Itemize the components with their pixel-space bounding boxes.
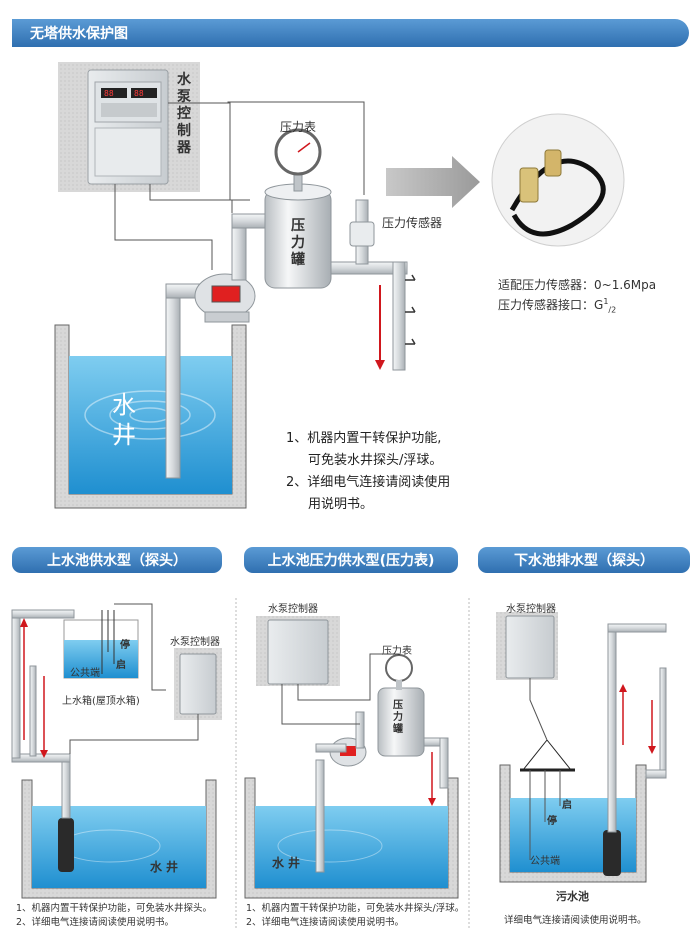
s3-notes: 详细电气连接请阅读使用说明书。	[504, 914, 647, 928]
spec-port-sup: 1	[603, 297, 609, 306]
s1-note-line: 2、详细电气连接请阅读使用说明书。	[16, 917, 175, 928]
suction-pipe	[165, 289, 181, 479]
section-tab-1: 上水池供水型（探头）	[12, 547, 222, 573]
s1-well-label: 水井	[150, 860, 183, 874]
outlet-pipe	[392, 261, 406, 371]
s1-notes: 1、机器内置干转保护功能，可免装水井探头。 2、详细电气连接请阅读使用说明书。	[16, 902, 212, 930]
s2-note-line: 1、机器内置干转保护功能，可免装水井探头/浮球。	[246, 903, 465, 914]
s2-gauge-label: 压力表	[382, 646, 412, 657]
s2-notes: 1、机器内置干转保护功能，可免装水井探头/浮球。 2、详细电气连接请阅读使用说明…	[246, 902, 464, 930]
s3-submersible-pump	[603, 830, 621, 876]
s3-common-label: 公共端	[530, 856, 560, 867]
s1-start-label: 启	[116, 660, 126, 671]
section-title-2: 上水池压力供水型(压力表)	[267, 553, 435, 569]
main-note-line: 可免装水井探头/浮球。	[308, 453, 443, 468]
section-title-1: 上水池供水型（探头）	[47, 553, 187, 569]
main-title: 无塔供水保护图	[30, 26, 128, 42]
section-tab-3: 下水池排水型（探头）	[478, 547, 690, 573]
main-controller-label: 水泵控制器	[177, 72, 191, 156]
pointer-arrow	[386, 156, 480, 208]
main-pressure-sensor	[349, 221, 375, 247]
s3-stop-label: 停	[547, 816, 557, 827]
s3-pool-label: 污水池	[556, 890, 589, 903]
s1-submersible-pump	[58, 818, 74, 872]
s1-common-label: 公共端	[70, 668, 100, 679]
spec-port-text: 压力传感器接口：G	[498, 298, 604, 312]
main-gauge-label: 压力表	[280, 120, 317, 134]
section-tab-2: 上水池压力供水型(压力表)	[244, 547, 458, 573]
s2-note-line: 2、详细电气连接请阅读使用说明书。	[246, 917, 405, 928]
s1-tank-caption: 上水箱(屋顶水箱)	[62, 696, 140, 707]
s1-controller	[179, 653, 217, 715]
main-note-line: 2、详细电气连接请阅读使用	[286, 475, 451, 490]
s1-controller-label: 水泵控制器	[170, 637, 220, 648]
s1-stop-label: 停	[120, 640, 130, 651]
s3-controller-label: 水泵控制器	[506, 604, 556, 615]
s2-controller	[267, 619, 329, 685]
main-note-line: 1、机器内置干转保护功能,	[286, 431, 442, 446]
svg-text:88: 88	[134, 89, 144, 98]
main-well-water	[69, 356, 232, 494]
sensor-photo	[491, 113, 625, 247]
s3-note-line: 详细电气连接请阅读使用说明书。	[504, 915, 647, 926]
main-tank-label: 压力罐	[291, 218, 305, 268]
s1-note-line: 1、机器内置干转保护功能，可免装水井探头。	[16, 903, 213, 914]
spec-port: 压力传感器接口：G1/2	[498, 296, 616, 314]
s2-controller-label: 水泵控制器	[268, 604, 318, 615]
main-sensor-label: 压力传感器	[382, 216, 443, 230]
main-title-tab: 无塔供水保护图	[12, 19, 689, 47]
s2-tank-label: 压力罐	[393, 700, 403, 735]
svg-text:88: 88	[104, 89, 114, 98]
spec-range: 适配压力传感器：0~1.6Mpa	[498, 278, 657, 292]
main-note-line: 用说明书。	[308, 497, 374, 512]
s3-start-label: 启	[562, 800, 572, 811]
s2-well-label: 水井	[272, 856, 305, 870]
s2-pressure-gauge	[385, 654, 413, 682]
s3-controller	[505, 615, 555, 679]
s1-upper-tank	[64, 640, 138, 678]
spec-port-sub: /2	[608, 305, 617, 315]
main-notes: 1、机器内置干转保护功能, 可免装水井探头/浮球。 2、详细电气连接请阅读使用 …	[286, 428, 450, 516]
s2-well-water	[255, 806, 448, 888]
section-title-3: 下水池排水型（探头）	[514, 553, 654, 569]
main-well-label: 水井	[112, 391, 136, 449]
